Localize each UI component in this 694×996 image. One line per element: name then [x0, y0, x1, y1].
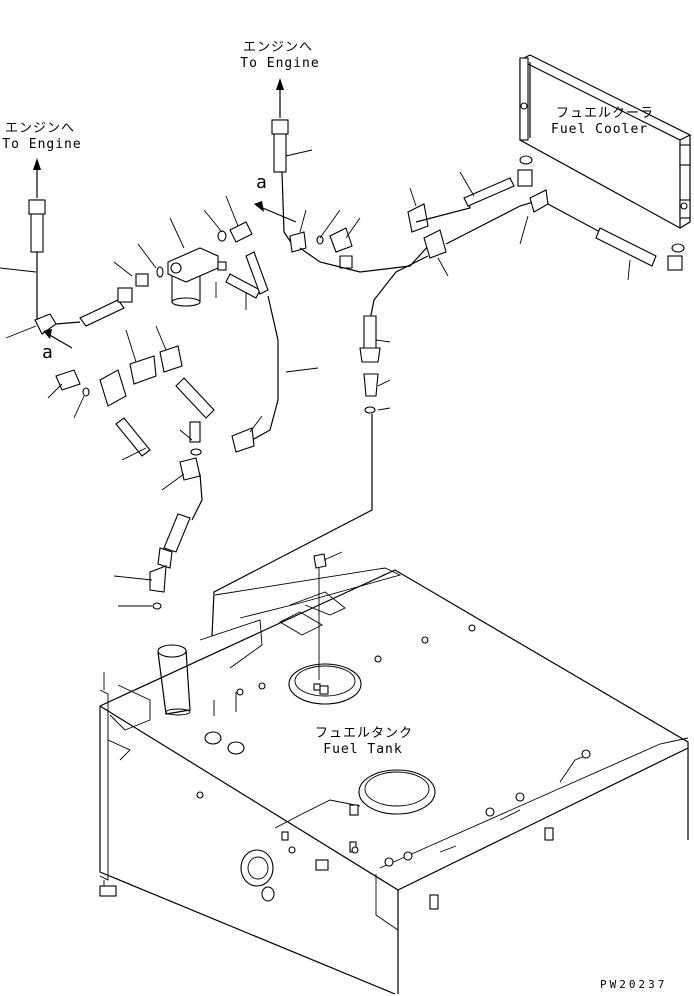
flow-arrows: [33, 78, 297, 349]
fuel-cooler: [517, 54, 692, 271]
fuel-tank-jp: フュエルタンク: [314, 726, 414, 741]
to-engine-top-jp: エンジンへ: [242, 40, 314, 55]
fuel-tank-en: Fuel Tank: [323, 742, 403, 757]
fuel-cooler-jp: フュエルクーラ: [556, 106, 655, 121]
fuel-tank: [99, 567, 689, 995]
leader-lines: [0, 149, 631, 716]
drawing-code: PW20237: [600, 978, 668, 991]
ref-a-top: a: [256, 172, 268, 193]
fuel-cooler-en: Fuel Cooler: [551, 122, 649, 137]
ref-a-left: a: [42, 342, 54, 363]
to-engine-left-jp: エンジンへ: [4, 121, 76, 136]
to-engine-left-en: To Engine: [2, 137, 82, 152]
to-engine-top-en: To Engine: [240, 56, 320, 71]
fuel-hoses: [28, 119, 657, 680]
